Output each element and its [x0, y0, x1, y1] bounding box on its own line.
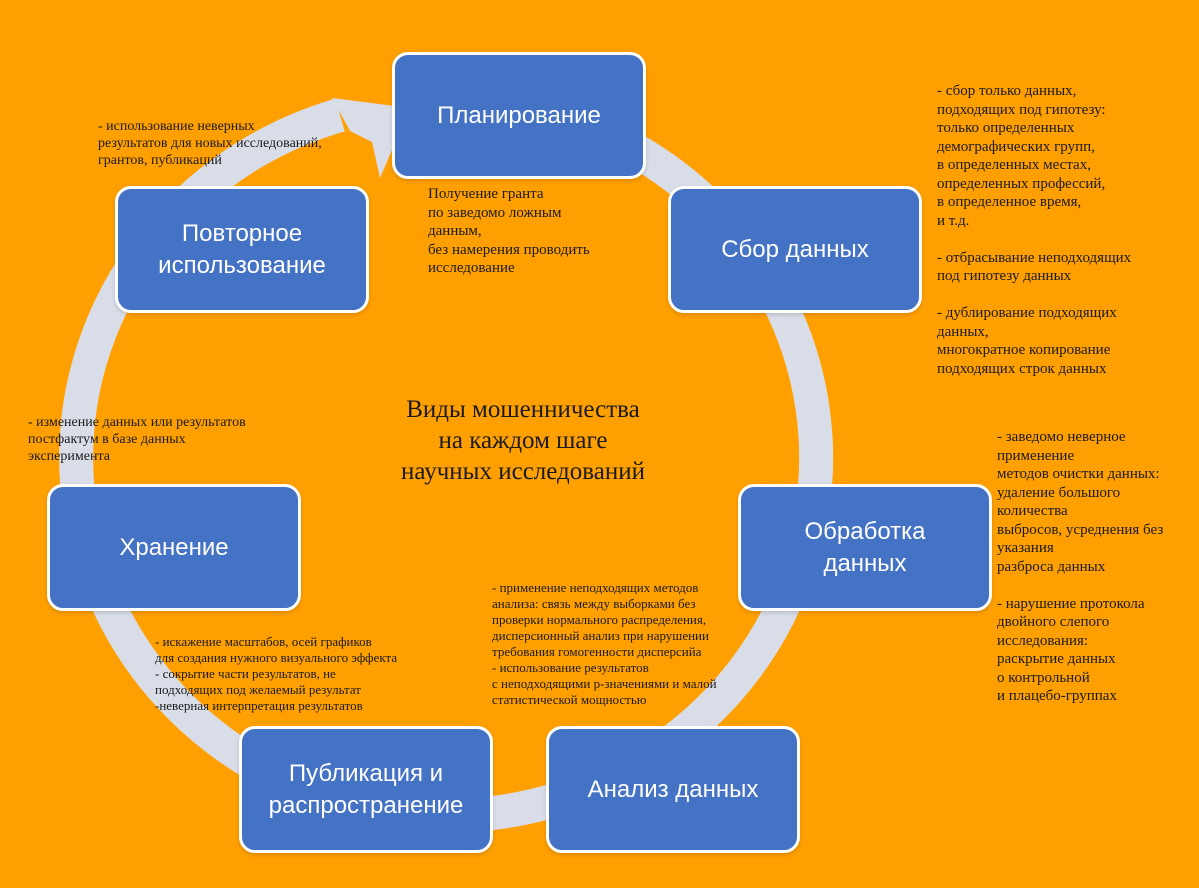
note-data-analysis: - применение неподходящих методов анализ… — [492, 580, 717, 707]
stage-reuse: Повторное использование — [115, 186, 369, 313]
stage-data-analysis: Анализ данных — [546, 726, 800, 853]
stage-storage: Хранение — [47, 484, 301, 611]
stage-data-processing: Обработка данных — [738, 484, 992, 611]
note-data-collection: - сбор только данных, подходящих под гип… — [937, 83, 1132, 377]
stage-planning: Планирование — [392, 52, 646, 179]
note-storage: - изменение данных или результатов постф… — [28, 415, 246, 464]
stage-data-collection: Сбор данных — [668, 186, 922, 313]
cycle-arrowhead — [332, 98, 410, 178]
note-planning: Получение гранта по заведомо ложным данн… — [428, 186, 590, 276]
diagram-title: Виды мошенничества на каждом шаге научны… — [401, 396, 645, 485]
note-publication: - искажение масштабов, осей графиков для… — [155, 634, 398, 713]
note-reuse: - использование неверных результатов для… — [98, 119, 322, 168]
stage-publication: Публикация и распространение — [239, 726, 493, 853]
note-data-processing: - заведомо неверное применение методов о… — [997, 429, 1164, 704]
